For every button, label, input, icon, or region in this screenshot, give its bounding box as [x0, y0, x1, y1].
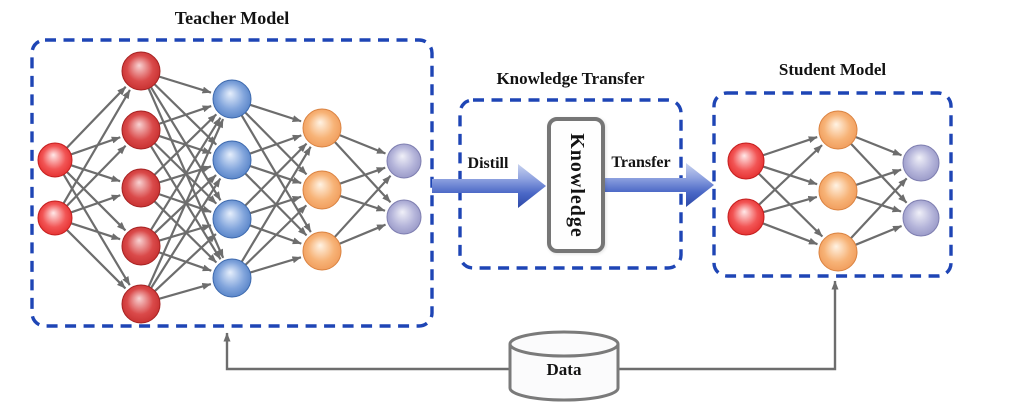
distill-arrow — [432, 164, 546, 208]
transfer-arrow — [605, 163, 714, 207]
knowledge-box: Knowledge — [547, 117, 605, 253]
neuron-node — [902, 199, 940, 237]
neuron-node — [212, 140, 252, 180]
data-to-teacher — [223, 332, 510, 371]
neuron-node — [121, 168, 161, 208]
knowledge-transfer-title: Knowledge Transfer — [496, 69, 645, 88]
data-connectors — [223, 280, 839, 371]
knowledge-label: Knowledge — [565, 132, 588, 238]
neuron-node — [37, 200, 73, 236]
neuron-node — [121, 110, 161, 150]
transfer-label: Transfer — [611, 154, 671, 171]
neuron-node — [121, 51, 161, 91]
neuron-node — [121, 226, 161, 266]
neuron-node — [302, 170, 342, 210]
teacher-model-title: Teacher Model — [174, 8, 290, 28]
data-to-student — [618, 280, 839, 371]
teacher-network — [37, 51, 422, 324]
neuron-node — [212, 258, 252, 298]
neuron-node — [37, 142, 73, 178]
distill-label: Distill — [467, 155, 509, 172]
neuron-node — [212, 79, 252, 119]
neuron-node — [212, 199, 252, 239]
neuron-node — [818, 110, 858, 150]
neuron-node — [386, 199, 422, 235]
neuron-node — [302, 231, 342, 271]
neuron-node — [818, 232, 858, 272]
student-network — [727, 110, 940, 272]
neuron-node — [302, 108, 342, 148]
data-cylinder — [508, 330, 620, 402]
student-network-edges — [756, 135, 908, 247]
teacher-network-edges — [61, 74, 392, 301]
neuron-node — [727, 198, 765, 236]
neuron-node — [386, 143, 422, 179]
data-store-label: Data — [546, 360, 582, 379]
student-model-title: Student Model — [778, 60, 887, 79]
neuron-node — [902, 144, 940, 182]
neuron-node — [818, 171, 858, 211]
neuron-node — [121, 284, 161, 324]
neuron-node — [727, 142, 765, 180]
